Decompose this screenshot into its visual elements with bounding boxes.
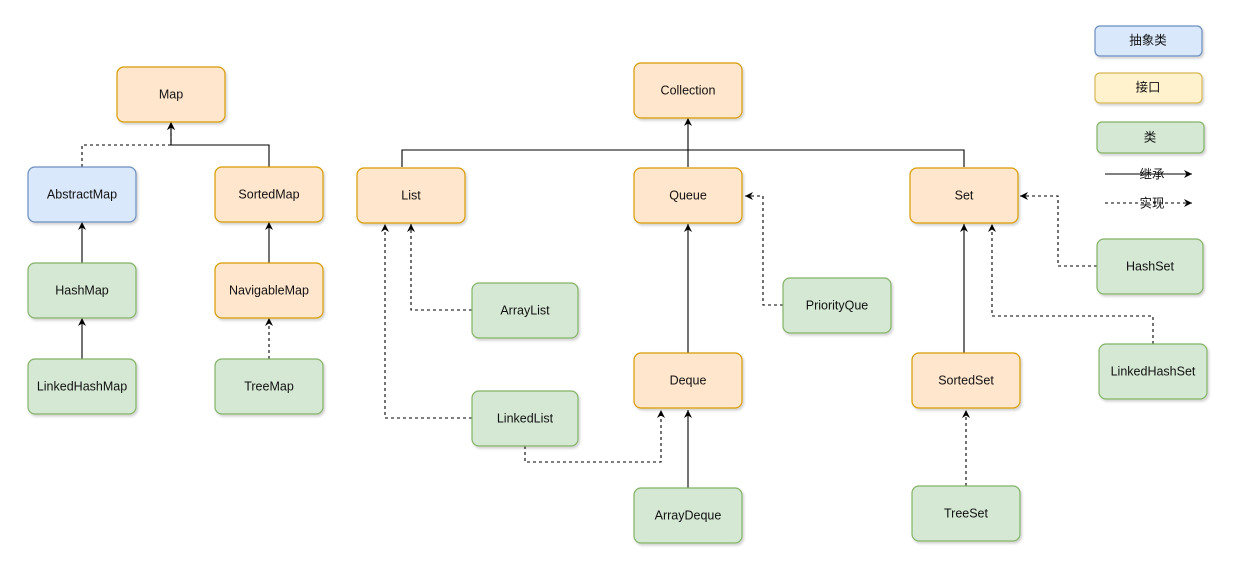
edges <box>78 118 1154 488</box>
node-queue-label: Queue <box>669 188 707 202</box>
legend-abstract-label: 抽象类 <box>1129 33 1167 48</box>
legend-interface-label: 接口 <box>1135 80 1160 95</box>
node-abstractmap: AbstractMap <box>27 166 137 223</box>
node-sortedmap-label: SortedMap <box>238 187 299 201</box>
node-navigablemap-label: NavigableMap <box>229 283 309 297</box>
legend-abstract: 抽象类 <box>1094 25 1203 57</box>
node-priorityque: PriorityQue <box>782 277 892 334</box>
legend-class: 类 <box>1096 121 1205 154</box>
node-treemap-label: TreeMap <box>244 379 294 393</box>
node-sortedset: SortedSet <box>911 352 1021 409</box>
node-linkedhashset-label: LinkedHashSet <box>1111 364 1196 378</box>
node-linkedhashmap: LinkedHashMap <box>27 358 137 415</box>
legend-implement: 实现 <box>1105 196 1192 211</box>
legend-class-label: 类 <box>1144 130 1157 145</box>
edge-sortedmap-extends-map <box>167 122 270 167</box>
node-queue: Queue <box>633 167 743 224</box>
edge-set-extends-collection <box>688 149 965 167</box>
node-deque-label: Deque <box>670 373 707 387</box>
node-hashmap: HashMap <box>27 262 137 319</box>
node-arraydeque-label: ArrayDeque <box>655 508 722 522</box>
node-map-label: Map <box>159 87 183 101</box>
node-set: Set <box>909 167 1019 224</box>
node-navigablemap: NavigableMap <box>214 262 324 319</box>
node-hashset-label: HashSet <box>1126 259 1174 273</box>
node-hashset: HashSet <box>1096 238 1204 295</box>
legend-inherit-label: 继承 <box>1139 167 1165 182</box>
legend-inherit: 继承 <box>1105 167 1192 182</box>
node-treemap: TreeMap <box>214 358 324 415</box>
node-set-label: Set <box>955 188 974 202</box>
node-arraylist: ArrayList <box>471 282 579 339</box>
edge-hashset-implements-set <box>1020 192 1097 267</box>
node-deque: Deque <box>633 352 743 409</box>
node-list-label: List <box>401 188 421 202</box>
edge-linkedlist-implements-list <box>381 224 472 419</box>
edge-arraylist-implements-list <box>407 224 472 311</box>
node-arraydeque: ArrayDeque <box>633 487 743 544</box>
node-treeset-label: TreeSet <box>944 506 989 520</box>
node-linkedhashmap-label: LinkedHashMap <box>37 379 127 393</box>
edge-linkedhashset-implements-set <box>988 224 1154 344</box>
node-list: List <box>356 167 466 224</box>
node-abstractmap-label: AbstractMap <box>47 187 117 201</box>
node-treeset: TreeSet <box>911 485 1021 542</box>
node-linkedlist: LinkedList <box>471 390 579 447</box>
nodes: Map AbstractMap SortedMap HashMap Naviga… <box>27 62 1208 544</box>
legend-interface: 接口 <box>1094 72 1203 104</box>
node-linkedhashset: LinkedHashSet <box>1098 343 1208 400</box>
node-linkedlist-label: LinkedList <box>497 411 554 425</box>
node-collection-label: Collection <box>661 83 716 97</box>
legend: 抽象类 接口 类 继承 实现 <box>1094 25 1205 211</box>
node-map: Map <box>116 66 226 123</box>
edge-linkedlist-implements-deque <box>524 410 665 463</box>
node-hashmap-label: HashMap <box>55 283 109 297</box>
edge-priorityque-implements-queue <box>745 192 783 306</box>
node-sortedset-label: SortedSet <box>938 373 994 387</box>
edge-abstractmap-implements-map <box>81 122 175 167</box>
node-priorityque-label: PriorityQue <box>806 298 869 312</box>
node-arraylist-label: ArrayList <box>500 303 550 317</box>
node-collection: Collection <box>633 62 743 119</box>
node-sortedmap: SortedMap <box>214 166 324 223</box>
legend-implement-label: 实现 <box>1139 196 1164 211</box>
edge-list-extends-collection <box>401 118 692 167</box>
